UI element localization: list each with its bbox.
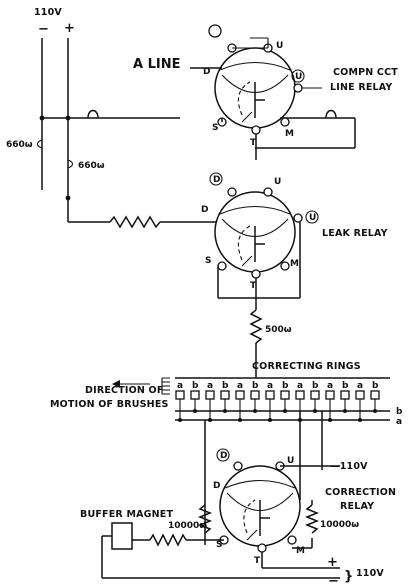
bottom-plus-label: + bbox=[327, 555, 338, 570]
resistor-660-right: 660ω bbox=[67, 159, 105, 171]
v110-mid-label: —110V bbox=[330, 461, 368, 472]
bottom-voltage-label: 110V bbox=[356, 568, 384, 579]
ring-segment-letter: b bbox=[282, 381, 289, 391]
line-relay bbox=[214, 37, 322, 135]
ring-segment-letter: a bbox=[237, 381, 243, 391]
resistor-buffer bbox=[149, 533, 187, 547]
ring-b-label: b bbox=[396, 407, 403, 417]
line-relay-pin-s: S bbox=[212, 123, 218, 133]
ring-segment bbox=[220, 390, 230, 400]
leak-relay-label: LEAK RELAY bbox=[322, 228, 388, 239]
bottom-minus-label: − bbox=[328, 574, 339, 588]
correction-relay-pin-d1: D bbox=[220, 451, 227, 461]
a-line-label: A LINE bbox=[133, 57, 180, 72]
ring-segment bbox=[265, 390, 275, 400]
ring-segment bbox=[370, 390, 380, 400]
ring-segment-letter: b bbox=[192, 381, 199, 391]
leak-relay-pin-s: S bbox=[205, 256, 211, 266]
leak-relay-pin-m: M bbox=[290, 259, 299, 269]
line-relay-pin-m: M bbox=[285, 129, 294, 139]
buffer-magnet bbox=[111, 522, 133, 550]
ring-a-label: a bbox=[396, 417, 402, 427]
brush-symbol bbox=[161, 377, 170, 395]
top-supply: 110V − + bbox=[34, 7, 75, 198]
ring-segment-letter: b bbox=[222, 381, 229, 391]
junction-dot bbox=[39, 115, 45, 121]
resistor-660-left: 660ω bbox=[6, 139, 43, 150]
leak-relay-pin-d2: D bbox=[201, 205, 208, 215]
ring-segment-letter: b bbox=[312, 381, 319, 391]
direction-label-1: DIRECTION OF bbox=[85, 385, 164, 396]
ring-segment-letter: a bbox=[327, 381, 333, 391]
leak-relay-pin-u1: U bbox=[274, 177, 281, 187]
leak-relay-pin-d1: D bbox=[213, 175, 220, 185]
correction-relay-pin-d2: D bbox=[213, 481, 220, 491]
correction-relay-pin-s: S bbox=[216, 540, 222, 550]
bottom-brace: } bbox=[344, 569, 353, 584]
ring-segment bbox=[250, 390, 260, 400]
correcting-rings-label: CORRECTING RINGS bbox=[252, 361, 361, 372]
line-relay-pin-u1: U bbox=[276, 41, 283, 51]
correction-relay-pin-u: U bbox=[287, 456, 294, 466]
ring-segment bbox=[340, 390, 350, 400]
leak-relay bbox=[214, 187, 303, 279]
line-relay-pin-d2: D bbox=[203, 67, 210, 77]
resistor-500 bbox=[249, 309, 263, 344]
ring-segment-letter: a bbox=[207, 381, 213, 391]
ring-segment-letter: a bbox=[297, 381, 303, 391]
ring-segment bbox=[235, 390, 245, 400]
resistor-10000-right bbox=[304, 504, 320, 534]
ring-segment-letter: b bbox=[252, 381, 259, 391]
line-relay-pin-u2: U bbox=[295, 72, 302, 82]
compn-cct-label: COMPN CCT bbox=[333, 67, 398, 78]
ring-segment bbox=[280, 390, 290, 400]
ring-segment-letter: a bbox=[177, 381, 183, 391]
ring-segment bbox=[295, 390, 305, 400]
coil-symbol-left bbox=[87, 109, 99, 119]
junction-dot bbox=[65, 115, 71, 121]
svg-text:10000ω: 10000ω bbox=[168, 521, 207, 531]
ring-segment bbox=[190, 390, 200, 400]
ring-segment-letter: a bbox=[357, 381, 363, 391]
supply-minus-label: − bbox=[38, 22, 49, 37]
ring-segment bbox=[310, 390, 320, 400]
resistor-500-label: 500ω bbox=[265, 325, 292, 335]
correction-relay bbox=[219, 461, 301, 553]
ring-segment-letter: b bbox=[372, 381, 379, 391]
correction-relay-pin-t: T bbox=[254, 556, 261, 566]
leak-relay-pin-t: T bbox=[250, 281, 257, 291]
ring-segment bbox=[205, 390, 215, 400]
ring-segment bbox=[325, 390, 335, 400]
resistor-10000-left bbox=[197, 504, 213, 534]
ring-segment-letter: b bbox=[342, 381, 349, 391]
svg-text:660ω: 660ω bbox=[78, 161, 105, 171]
supply-voltage-label: 110V bbox=[34, 7, 62, 18]
resistor-leak bbox=[109, 215, 161, 229]
svg-text:10000ω: 10000ω bbox=[320, 520, 359, 530]
ring-segment bbox=[355, 390, 365, 400]
direction-label-2: MOTION OF BRUSHES bbox=[50, 399, 169, 410]
coil-symbol-right bbox=[325, 109, 337, 119]
supply-plus-label: + bbox=[64, 21, 75, 36]
leak-relay-pin-u2: U bbox=[309, 213, 316, 223]
buffer-magnet-label: BUFFER MAGNET bbox=[80, 509, 173, 520]
ring-segment-letter: a bbox=[267, 381, 273, 391]
svg-text:660ω: 660ω bbox=[6, 140, 33, 150]
correction-relay-label: RELAY bbox=[340, 501, 374, 512]
ring-segment bbox=[175, 390, 185, 400]
correction-label: CORRECTION bbox=[325, 487, 396, 498]
correction-relay-pin-m: M bbox=[296, 546, 305, 556]
line-relay-label: LINE RELAY bbox=[330, 82, 393, 93]
line-relay-pin-t: T bbox=[250, 138, 257, 148]
